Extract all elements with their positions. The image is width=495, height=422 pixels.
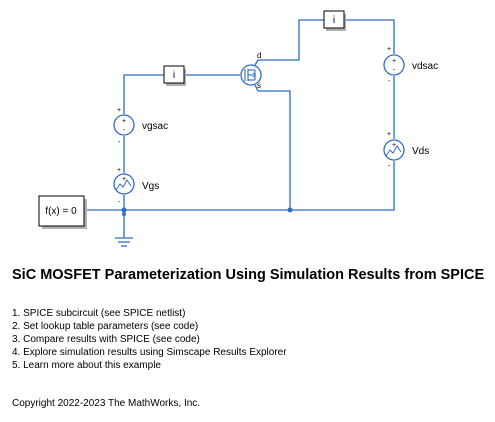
polarity-minus: - [393, 67, 396, 74]
controlled-voltage-source-icon [113, 173, 135, 195]
terminal-minus: - [118, 199, 121, 206]
step-lookup-table[interactable]: 2. Set lookup table parameters (see code… [12, 321, 199, 332]
function-block-label: f(x) = 0 [45, 206, 77, 217]
mosfet-source-label: s [257, 81, 261, 90]
current-sensor-top-label: i [333, 15, 335, 26]
polarity-minus: - [123, 127, 126, 134]
terminal-plus: + [387, 46, 391, 53]
step-spice-subcircuit[interactable]: 1. SPICE subcircuit (see SPICE netlist) [12, 308, 186, 319]
source-vgsac-label: vgsac [142, 121, 168, 132]
junction-dot [121, 207, 127, 213]
wire-ground-rail [85, 161, 395, 211]
source-vgs[interactable]: + + - Vgs [113, 167, 159, 206]
source-vdsac-label: vdsac [412, 61, 438, 72]
wire-source [258, 90, 291, 210]
ac-voltage-source-icon [383, 54, 405, 76]
wires [85, 19, 395, 238]
circuit-diagram: f(x) = 0 i i d s + - + - [38, 10, 438, 247]
step-compare-results[interactable]: 3. Compare results with SPICE (see code) [12, 334, 200, 345]
source-vdsac[interactable]: + - + - vdsac [383, 46, 438, 85]
polarity-plus: + [122, 176, 126, 183]
terminal-minus: - [388, 78, 391, 85]
step-learn-more[interactable]: 5. Learn more about this example [12, 360, 161, 371]
terminal-plus: + [387, 131, 391, 138]
polarity-plus: + [122, 118, 126, 125]
ground-icon [115, 237, 133, 247]
source-vds[interactable]: + + - Vds [383, 131, 429, 170]
page-title: SiC MOSFET Parameterization Using Simula… [12, 267, 485, 283]
mosfet[interactable]: d s [240, 51, 262, 92]
step-explore-results[interactable]: 4. Explore simulation results using Sims… [12, 347, 287, 358]
current-sensor-left-label: i [173, 70, 175, 81]
ac-voltage-source-icon [113, 114, 135, 136]
polarity-plus: + [392, 58, 396, 65]
current-sensor-top[interactable]: i [323, 10, 346, 31]
terminal-minus: - [118, 139, 121, 146]
terminal-minus: - [388, 163, 391, 170]
mosfet-drain-label: d [257, 51, 261, 60]
wire-drain [258, 19, 324, 61]
waveform-icon [385, 145, 402, 157]
controlled-voltage-source-icon [383, 139, 405, 161]
terminal-plus: + [117, 107, 121, 114]
source-vds-label: Vds [412, 146, 429, 157]
steps-list: 1. SPICE subcircuit (see SPICE netlist) … [12, 307, 287, 372]
copyright: Copyright 2022-2023 The MathWorks, Inc. [12, 398, 201, 409]
polarity-plus: + [392, 142, 396, 149]
terminal-plus: + [117, 167, 121, 174]
junction-dot [122, 212, 126, 216]
mosfet-icon [244, 69, 256, 81]
source-vgsac[interactable]: + - + - vgsac [113, 107, 168, 146]
wire-top-right [344, 19, 395, 54]
wire-gate-left [123, 74, 164, 114]
current-sensor-left[interactable]: i [163, 65, 186, 86]
junction-dot [287, 207, 293, 213]
source-vgs-label: Vgs [142, 181, 159, 192]
waveform-icon [115, 179, 132, 191]
function-block[interactable]: f(x) = 0 [38, 195, 87, 229]
